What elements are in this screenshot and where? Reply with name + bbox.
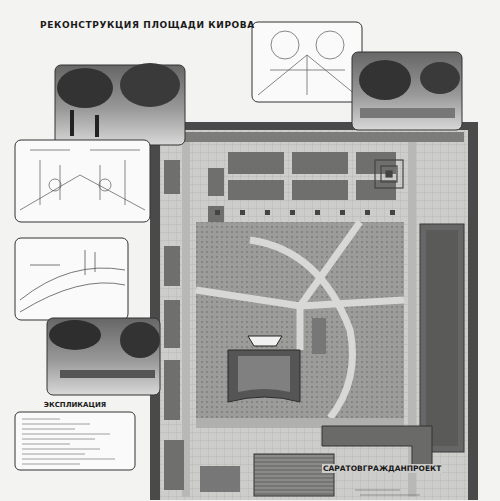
firm-name: САРАТОВГРАЖДАНПРОЕКТ [322, 464, 442, 473]
board-title: РЕКОНСТРУКЦИЯ ПЛОЩАДИ КИРОВА [40, 20, 255, 30]
explication-box: ЭКСПЛИКАЦИЯ [15, 400, 135, 470]
explication-heading: ЭКСПЛИКАЦИЯ [15, 400, 135, 410]
